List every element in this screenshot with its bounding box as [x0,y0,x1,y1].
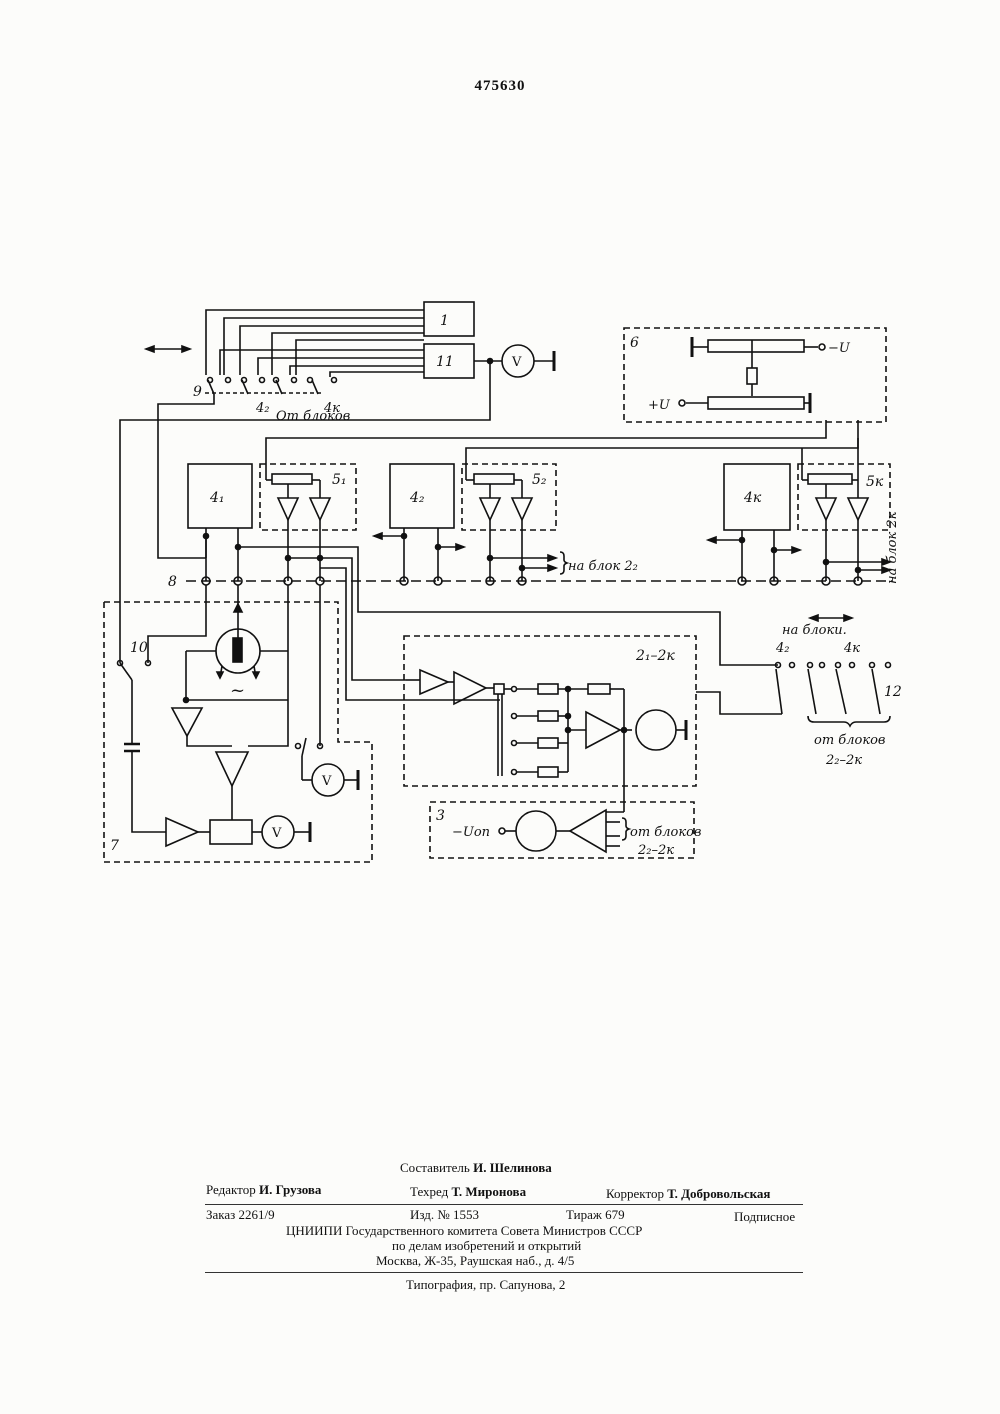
from-blocks-12-label: от блоков [814,733,885,748]
to-blocks-label: на блоки. [782,623,847,638]
editor-name: И. Грузова [259,1182,321,1197]
org-line-2: по делам изобретений и открытий [392,1238,581,1254]
plus-u-label: +U [648,398,671,413]
block-4-2-label: 4₂ [409,490,425,506]
bus-8-label: 8 [168,574,177,590]
org-line-1: ЦНИИПИ Государственного комитета Совета … [286,1223,642,1239]
block-7-label: 7 [110,838,119,854]
colophon-rule-top [205,1204,803,1205]
voltmeter-middle-label: V [321,774,332,789]
from-blocks-3-label: от блоков [630,825,701,840]
switch-12 [776,663,891,715]
switch-9-label: 9 [193,384,202,400]
from-blocks-3-range: 2₂–2к [637,843,674,858]
block-3-comparator [516,811,556,851]
org-line-3: Москва, Ж-35, Раушская наб., д. 4/5 [376,1253,574,1269]
compiler-name: И. Шелинова [473,1160,552,1175]
u-op-label: −Uоп [452,825,490,840]
block-5-1-label: 5₁ [332,472,347,488]
subscription: Подписное [734,1209,795,1225]
block-11-label: 11 [436,354,454,370]
block-6-label: 6 [630,335,639,351]
block-3-label: 3 [436,808,445,824]
techred-name: Т. Миронова [452,1184,527,1199]
minus-u-label: −U [828,341,851,356]
switch-12-contact-4-2: 4₂ [775,641,789,656]
from-blocks-top: От блоков [276,409,350,424]
order-number: Заказ 2261/9 [206,1207,275,1223]
switch-10-label: 10 [130,640,148,656]
compiler-line: Составитель И. Шелинова [400,1160,552,1176]
tilde-label: ~ [230,680,245,701]
printing-house: Типография, пр. Сапунова, 2 [406,1277,565,1293]
corrector-label: Корректор [606,1186,664,1201]
techred-label: Техред [410,1184,448,1199]
compiler-label: Составитель [400,1160,470,1175]
output-motor [636,710,676,750]
techred-line: Техред Т. Миронова [410,1184,526,1200]
switch-9 [205,378,337,395]
block-5-k-label: 5к [866,474,884,490]
block-4-1-label: 4₁ [209,490,225,506]
editor-label: Редактор [206,1182,256,1197]
to-block-2-2-label: на блок 2₂ [568,559,638,574]
block-4-k-label: 4к [743,490,762,506]
circuit-schematic: 1 11 V 9 4₂ [0,0,1000,900]
block-1-label: 1 [440,313,449,329]
voltmeter-bottom-label: V [271,826,282,841]
edition-number: Изд. № 1553 [410,1207,479,1223]
switch-12-contact-4-k: 4к [843,641,860,656]
corrector-line: Корректор Т. Добровольская [606,1186,770,1202]
switch-9-contact-4-2: 4₂ [255,401,269,416]
print-run: Тираж 679 [566,1207,625,1223]
colophon-rule-bottom [205,1272,803,1273]
to-block-2-k-label: на блок 2к [885,511,900,584]
block-2-label: 2₁–2к [635,648,675,664]
switch-12-label: 12 [884,684,902,700]
block-5-2-label: 5₂ [532,472,547,488]
block-1 [424,302,474,336]
voltmeter-top-label: V [511,355,522,370]
from-blocks-12-range: 2₂–2к [825,753,862,768]
editor-line: Редактор И. Грузова [206,1182,321,1198]
corrector-name: Т. Добровольская [667,1186,770,1201]
